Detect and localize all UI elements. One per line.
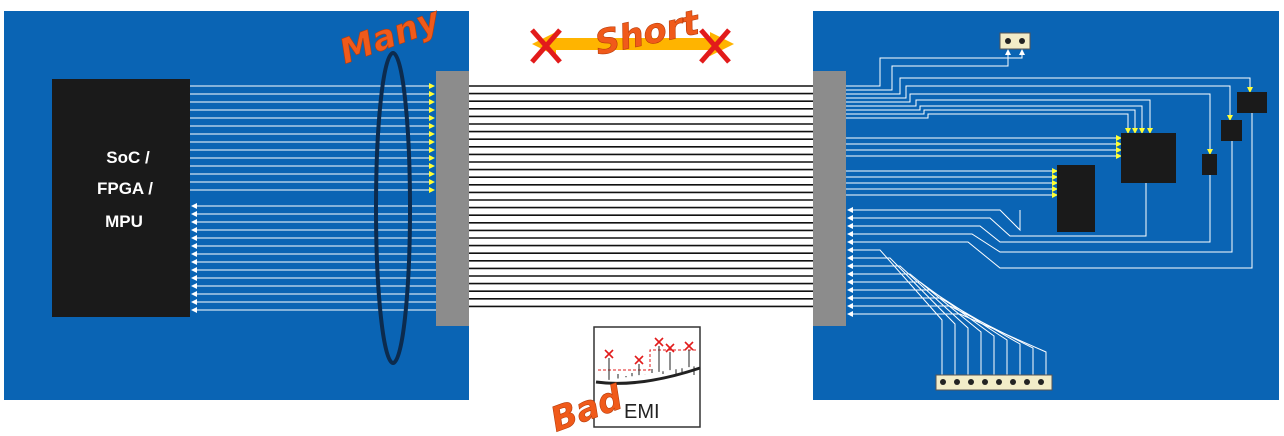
input-trace: [847, 141, 1233, 253]
jumper-header: [999, 32, 1031, 50]
input-trace: [847, 303, 1034, 378]
soc-label-line3: MPU: [105, 212, 143, 231]
pin-header: [935, 374, 1053, 391]
short-label: Short: [592, 2, 705, 63]
pcb-trace: [846, 49, 1011, 91]
emi-noise-floor: [595, 366, 701, 385]
right-board: [813, 11, 1279, 400]
short-arrow: [532, 32, 734, 56]
emi-spike-cross: [634, 355, 644, 365]
pcb-trace: [846, 93, 1213, 155]
emi-plot: EMI: [593, 326, 701, 428]
input-trace: [847, 207, 1021, 232]
right-connector: [813, 71, 846, 326]
emi-spikes: [604, 337, 695, 380]
header-pin: [940, 379, 946, 385]
input-trace: [847, 175, 1211, 243]
ribbon-cable: [469, 85, 813, 308]
input-trace: [847, 271, 982, 378]
soc-chip: [52, 79, 190, 317]
ic-chip-1: [1057, 165, 1095, 232]
pcb-trace: [846, 105, 1145, 134]
input-trace: [847, 113, 1253, 269]
emi-spike-cross: [684, 341, 694, 351]
emi-label: EMI: [624, 401, 660, 423]
input-trace: [847, 263, 969, 378]
header-pin: [1038, 379, 1044, 385]
header-pin: [954, 379, 960, 385]
input-trace: [847, 183, 1147, 237]
short-cross-right: [699, 28, 731, 64]
short-cross-left: [530, 28, 562, 64]
left-connector: [436, 71, 469, 326]
soc-label-line2: FPGA /: [97, 179, 153, 198]
soc-label-line1: SoC /: [106, 148, 150, 167]
header-pin: [1010, 379, 1016, 385]
input-trace: [847, 247, 943, 378]
header-pin: [968, 379, 974, 385]
emi-spike-cross: [665, 343, 675, 353]
pcb-trace: [846, 49, 1025, 87]
header-pin: [1024, 379, 1030, 385]
emi-limit-line: [598, 349, 698, 371]
pcb-trace: [846, 113, 1131, 134]
pcb-trace: [846, 99, 1153, 134]
emi-spike-cross: [654, 337, 664, 347]
input-trace: [847, 255, 956, 378]
input-trace: [847, 311, 1047, 378]
ic-chip-3: [1202, 154, 1217, 175]
pcb-trace: [846, 109, 1138, 134]
ic-chip-2: [1121, 133, 1176, 183]
header-pin: [982, 379, 988, 385]
right-board-traces: [846, 49, 1253, 378]
header-pin: [996, 379, 1002, 385]
pcb-trace: [846, 77, 1253, 95]
short-annotation: Short: [530, 2, 734, 64]
left-signal-lines: [190, 83, 436, 313]
ic-chip-5: [1237, 92, 1267, 113]
many-ellipse: [374, 51, 412, 365]
emi-spike-cross: [604, 349, 614, 359]
ic-chip-4: [1221, 120, 1242, 141]
pcb-trace: [846, 85, 1233, 121]
